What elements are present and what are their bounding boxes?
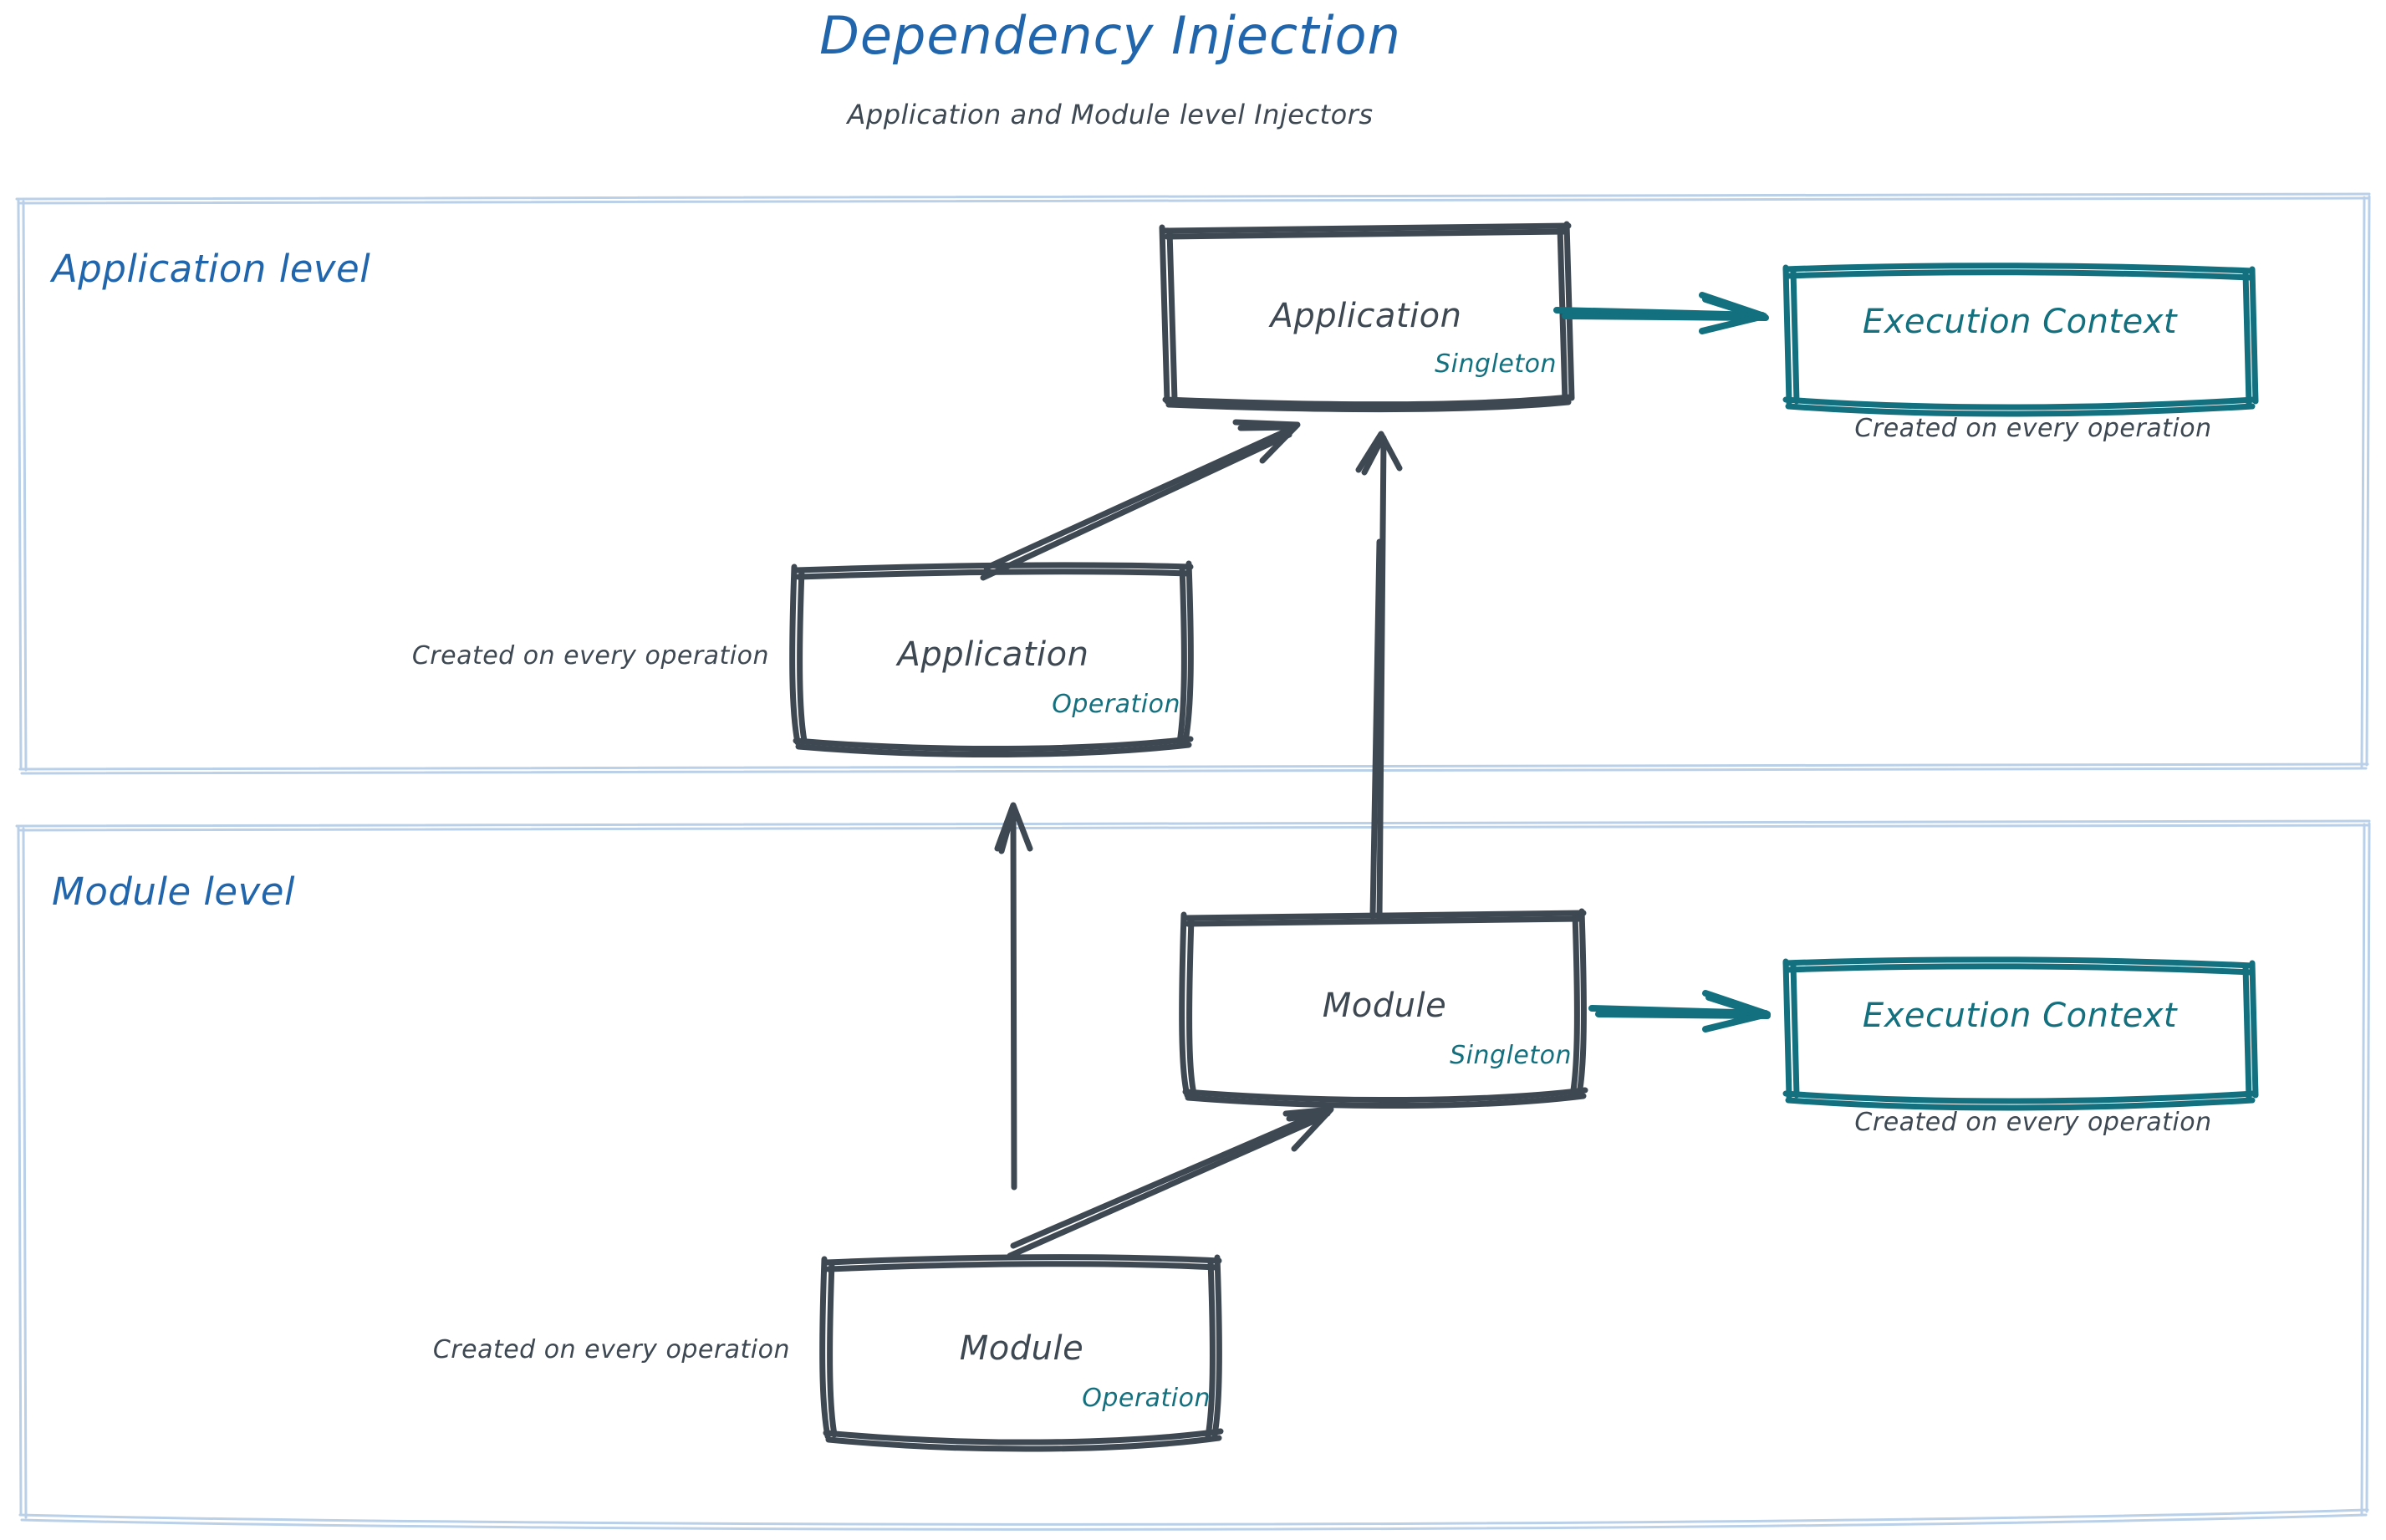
node-module-operation-scope: Operation	[1082, 1384, 1211, 1413]
edge-module-operation-to-module-singleton	[1007, 1106, 1334, 1259]
page-subtitle: Application and Module level Injectors	[847, 99, 1374, 130]
panel-label-application-level: Application level	[52, 247, 371, 291]
node-application-execution-context-frame	[1782, 263, 2259, 417]
panel-module-level-frame	[15, 819, 2371, 1531]
node-module-operation-title: Module	[959, 1329, 1084, 1368]
node-module-singleton-title: Module	[1322, 987, 1447, 1025]
node-module-execution-context-frame	[1782, 956, 2259, 1111]
node-module-singleton-frame	[1179, 908, 1588, 1109]
node-module-singleton-scope: Singleton	[1450, 1041, 1572, 1070]
panel-label-module-level: Module level	[52, 869, 295, 914]
node-application-singleton-scope: Singleton	[1435, 349, 1557, 379]
node-module-operation-frame	[819, 1254, 1224, 1452]
panel-application-level-frame	[15, 192, 2371, 775]
page-title: Dependency Injection	[819, 5, 1401, 66]
caption-application-execution-context: Created on every operation	[1854, 414, 2212, 443]
node-application-singleton-title: Application	[1270, 297, 1462, 335]
edge-app-singleton-to-exec-context	[1553, 292, 1769, 334]
node-application-operation-title: Application	[897, 635, 1089, 674]
edge-module-singleton-to-exec-context	[1588, 990, 1771, 1033]
caption-module-execution-context: Created on every operation	[1854, 1108, 2212, 1137]
node-module-execution-context-title: Execution Context	[1862, 997, 2178, 1035]
node-application-operation-scope: Operation	[1052, 690, 1180, 719]
edge-app-operation-to-app-singleton	[980, 419, 1301, 581]
caption-module-operation: Created on every operation	[432, 1335, 790, 1364]
edge-module-singleton-to-app-singleton	[1355, 431, 1403, 921]
node-application-execution-context-title: Execution Context	[1862, 303, 2178, 341]
caption-application-operation: Created on every operation	[411, 641, 769, 671]
edge-module-operation-to-app-operation	[994, 802, 1033, 1191]
